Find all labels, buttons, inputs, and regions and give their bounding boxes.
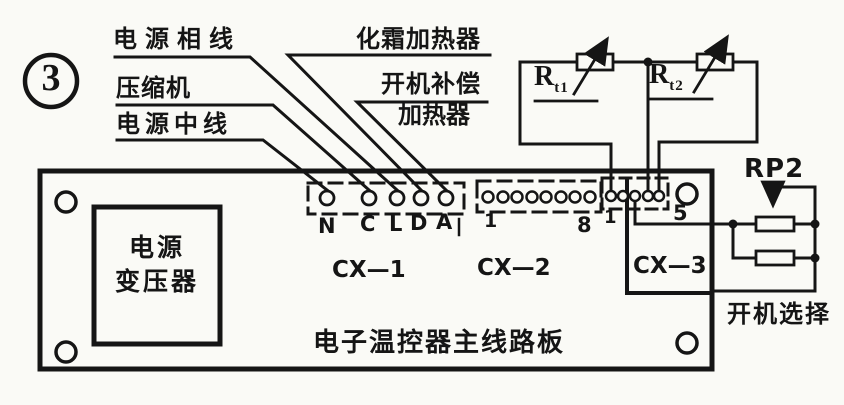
cx1-pin-label-n: N bbox=[318, 214, 336, 238]
screw-hole bbox=[675, 331, 699, 355]
leader-line-phase bbox=[113, 55, 400, 193]
figure-number-circle bbox=[22, 52, 80, 110]
connector-pin bbox=[604, 189, 618, 203]
board-title: 电子温控器主线路板 bbox=[313, 328, 566, 358]
connector-pin bbox=[525, 190, 539, 204]
junction-dot bbox=[810, 253, 820, 263]
rt1-subscript: t1 bbox=[554, 80, 569, 96]
rt2-subscript: t2 bbox=[669, 78, 684, 94]
connector-pin bbox=[568, 190, 582, 204]
cx1-pin-label-c: C bbox=[360, 212, 376, 236]
connector-pin bbox=[554, 190, 568, 204]
screw-hole bbox=[675, 182, 699, 206]
transformer-label-line2: 变压器 bbox=[114, 267, 199, 296]
connector-pin bbox=[388, 189, 406, 207]
screw-hole bbox=[54, 340, 78, 364]
rp2-resistor-top bbox=[754, 215, 796, 233]
screw-hole bbox=[54, 190, 78, 214]
leader-line-startcomp bbox=[353, 100, 489, 193]
connector-pin bbox=[318, 189, 336, 207]
rp2-potentiometer-label: RP2 bbox=[744, 154, 805, 184]
cx3-module-box bbox=[625, 179, 712, 295]
cx2-connector-label: CX—2 bbox=[477, 255, 551, 281]
cx3-connector-label: CX—3 bbox=[633, 253, 707, 279]
label-power-neutral-line: 电源中线 bbox=[116, 110, 232, 138]
label-startup-selection: 开机选择 bbox=[727, 300, 831, 328]
rt2-base: R bbox=[649, 59, 670, 90]
rt1-loop-wire bbox=[518, 60, 613, 193]
connector-pin bbox=[496, 190, 510, 204]
transformer-label: 电源 变压器 bbox=[94, 231, 220, 299]
junction-dot bbox=[810, 219, 820, 229]
cx3-connector bbox=[600, 176, 670, 211]
connector-pin bbox=[437, 189, 455, 207]
rt1-thermistor-label: Rt1 bbox=[534, 61, 569, 97]
cx1-pin-label-d: D bbox=[410, 211, 428, 235]
cx1-connector bbox=[306, 181, 466, 216]
label-defrost-heater: 化霜加热器 bbox=[356, 25, 481, 53]
cx2-connector bbox=[475, 179, 603, 214]
rp2-bus-wire bbox=[710, 185, 817, 293]
connector-pin bbox=[628, 189, 642, 203]
connector-pin bbox=[641, 189, 655, 203]
connector-pin bbox=[616, 189, 630, 203]
rt1-base: R bbox=[534, 61, 555, 92]
rp2-feed-wire bbox=[633, 194, 758, 226]
label-compressor: 压缩机 bbox=[116, 74, 191, 102]
cx2-last-pin-number: 8 bbox=[577, 213, 592, 237]
cx1-connector-label: CX—1 bbox=[332, 257, 406, 283]
transformer-label-line1: 电源 bbox=[128, 233, 185, 262]
leader-line-compressor bbox=[115, 103, 372, 193]
connector-pin bbox=[652, 189, 666, 203]
rt2-loop-wire bbox=[657, 60, 759, 193]
label-power-phase-line: 电源相线 bbox=[113, 25, 241, 53]
junction-dot bbox=[728, 219, 738, 229]
connector-pin bbox=[412, 189, 430, 207]
rt1-arrow bbox=[572, 36, 609, 96]
connector-pin bbox=[360, 189, 378, 207]
leader-line-neutral bbox=[115, 138, 330, 193]
junction-dot bbox=[643, 57, 653, 67]
rp2-branch-wire bbox=[731, 222, 758, 260]
connector-pin bbox=[481, 190, 495, 204]
rt2-arrow bbox=[692, 34, 729, 94]
label-startup-compensation-line1: 开机补偿 bbox=[381, 70, 481, 98]
figure-number: 3 bbox=[41, 57, 61, 99]
thermistor-rt1-symbol bbox=[575, 52, 615, 72]
cx2-first-pin-number: 1 bbox=[484, 210, 498, 232]
leader-line-defrost bbox=[284, 53, 492, 193]
label-startup-compensation-line2: 加热器 bbox=[398, 101, 470, 129]
transformer-box bbox=[91, 204, 223, 347]
connector-pin bbox=[539, 190, 553, 204]
cx1-pin-label-l: L bbox=[389, 212, 403, 236]
cx3-first-pin-number: 1 bbox=[604, 207, 617, 228]
connector-pin bbox=[583, 190, 597, 204]
cx3-last-pin-number: 5 bbox=[673, 201, 688, 225]
rt2-thermistor-label: Rt2 bbox=[649, 59, 684, 95]
cx1-pin-label-a: A bbox=[436, 210, 453, 234]
rp2-resistor-bottom bbox=[754, 249, 796, 267]
connector-pin bbox=[510, 190, 524, 204]
